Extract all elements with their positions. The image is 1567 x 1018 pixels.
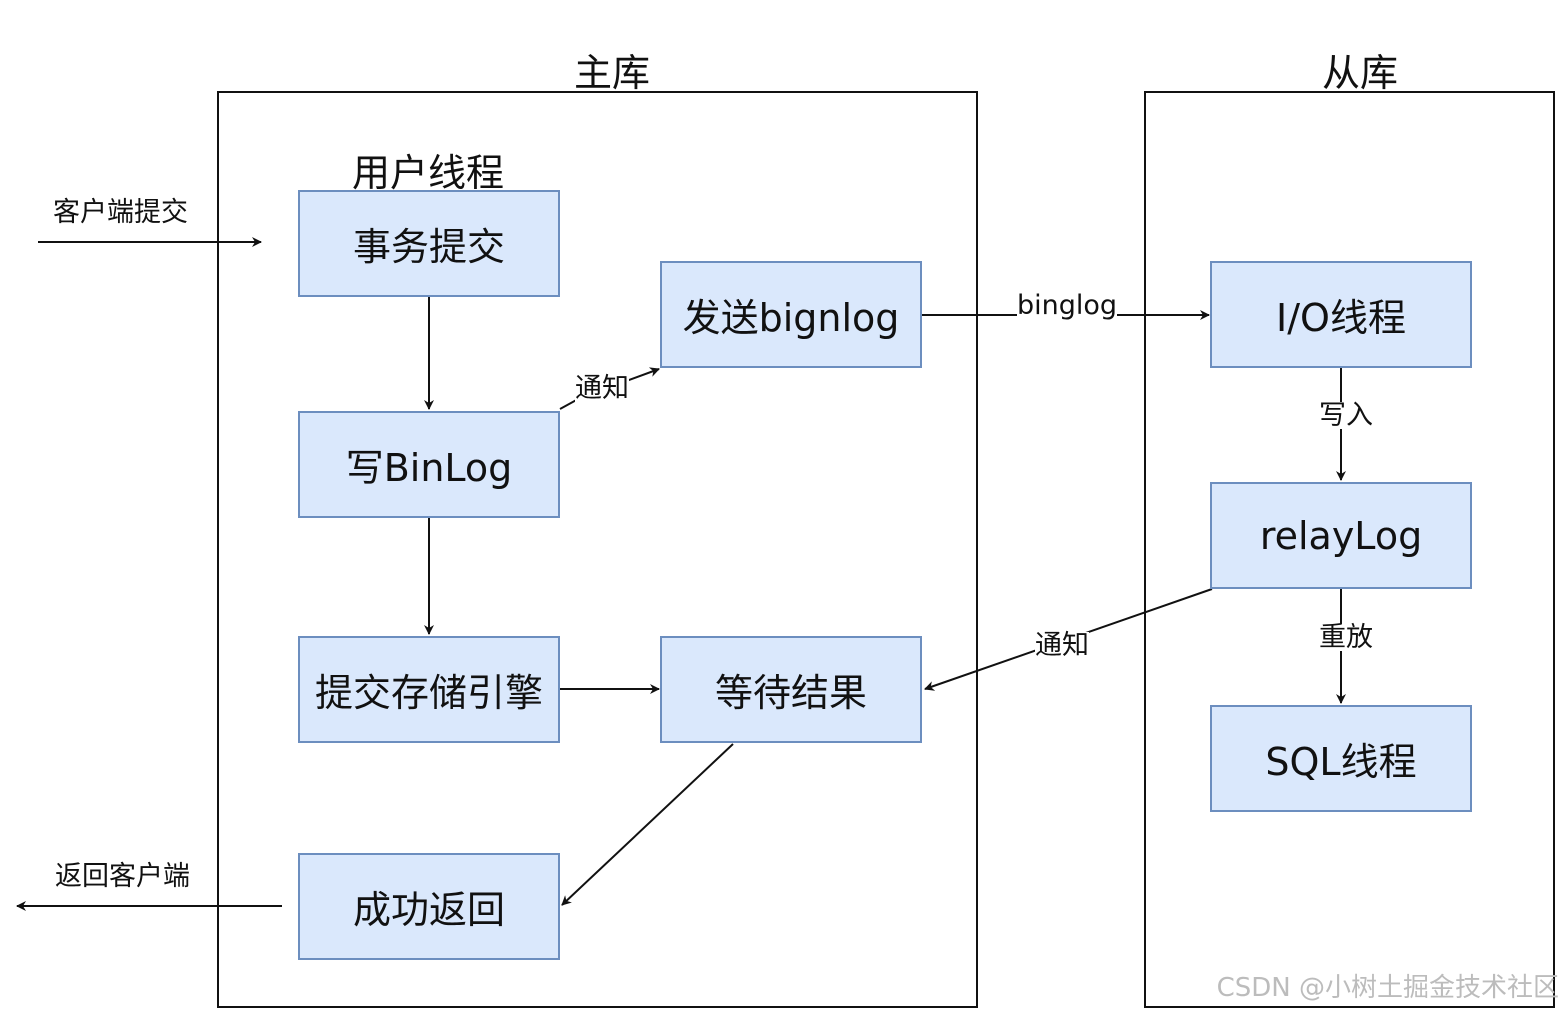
- node-wait-result: 等待结果: [660, 636, 922, 743]
- label-binlog-edge: binglog: [1017, 290, 1118, 321]
- node-sql-thread: SQL线程: [1210, 705, 1472, 812]
- user-thread-title: 用户线程: [352, 151, 505, 195]
- node-success-return: 成功返回: [298, 853, 560, 960]
- node-write-binlog: 写BinLog: [298, 411, 560, 518]
- slave-title: 从库: [1322, 51, 1399, 95]
- watermark: CSDN @小树土掘金技术社区: [1216, 973, 1559, 1003]
- node-relay-log: relayLog: [1210, 482, 1472, 589]
- node-send-binlog: 发送bignlog: [660, 261, 922, 368]
- label-write-in: 写入: [1319, 400, 1373, 431]
- slave-container: [1144, 91, 1555, 1008]
- node-commit-tx: 事务提交: [298, 190, 560, 297]
- node-commit-engine: 提交存储引擎: [298, 636, 560, 743]
- node-io-thread: I/O线程: [1210, 261, 1472, 368]
- label-return-client: 返回客户端: [55, 861, 190, 892]
- master-container: [217, 91, 978, 1008]
- label-notify-wait: 通知: [1035, 630, 1089, 661]
- label-client-commit: 客户端提交: [53, 197, 188, 228]
- label-replay: 重放: [1319, 622, 1373, 653]
- master-title: 主库: [574, 51, 651, 95]
- label-notify-send: 通知: [575, 373, 629, 404]
